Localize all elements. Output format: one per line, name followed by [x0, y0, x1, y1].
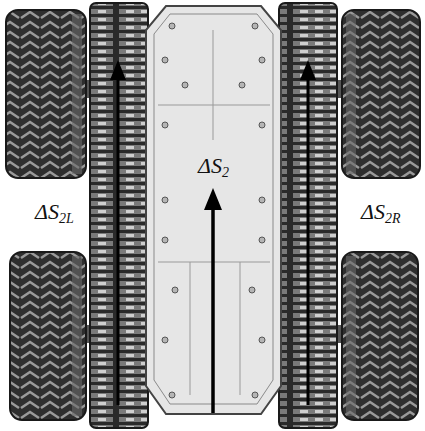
displacement-label: ΔS2L — [35, 200, 74, 224]
chassis-plate — [146, 6, 281, 414]
displacement-label: ΔS2 — [198, 154, 229, 178]
tracks — [90, 3, 337, 428]
displacement-label: ΔS2R — [361, 200, 400, 224]
wheels — [6, 10, 420, 420]
displacement-arrows — [110, 60, 316, 413]
